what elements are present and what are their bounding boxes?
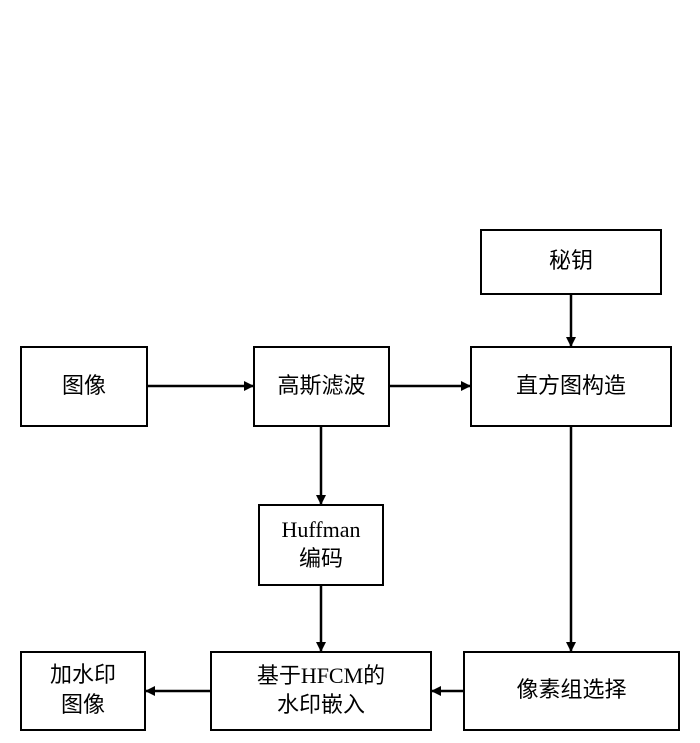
gaussian-filter-node: 高斯滤波	[253, 346, 390, 427]
hfcm-embedding-label-line2: 水印嵌入	[276, 693, 365, 718]
watermarked-image-label-line2: 图像	[60, 693, 105, 718]
histogram-construction-label: 直方图构造	[515, 373, 626, 399]
key-label: 秘钥	[548, 249, 593, 274]
huffman-coding-label-line2: 编码	[298, 547, 343, 572]
image-node: 图像	[20, 346, 148, 427]
hfcm-embedding-node: 基于HFCM的 水印嵌入	[210, 651, 432, 731]
huffman-coding-node: Huffman 编码	[258, 504, 384, 586]
hfcm-embedding-label-line1: 基于HFCM的	[256, 663, 386, 688]
watermarked-image-node: 加水印 图像	[20, 651, 146, 731]
image-label: 图像	[61, 373, 106, 399]
pixel-group-selection-label: 像素组选择	[516, 678, 627, 703]
key-node: 秘钥	[480, 229, 662, 295]
gaussian-filter-label: 高斯滤波	[277, 373, 366, 399]
pixel-group-selection-node: 像素组选择	[463, 651, 680, 731]
huffman-coding-label-line1: Huffman	[281, 517, 361, 542]
watermarked-image-label-line1: 加水印	[49, 663, 116, 688]
histogram-construction-node: 直方图构造	[470, 346, 672, 427]
